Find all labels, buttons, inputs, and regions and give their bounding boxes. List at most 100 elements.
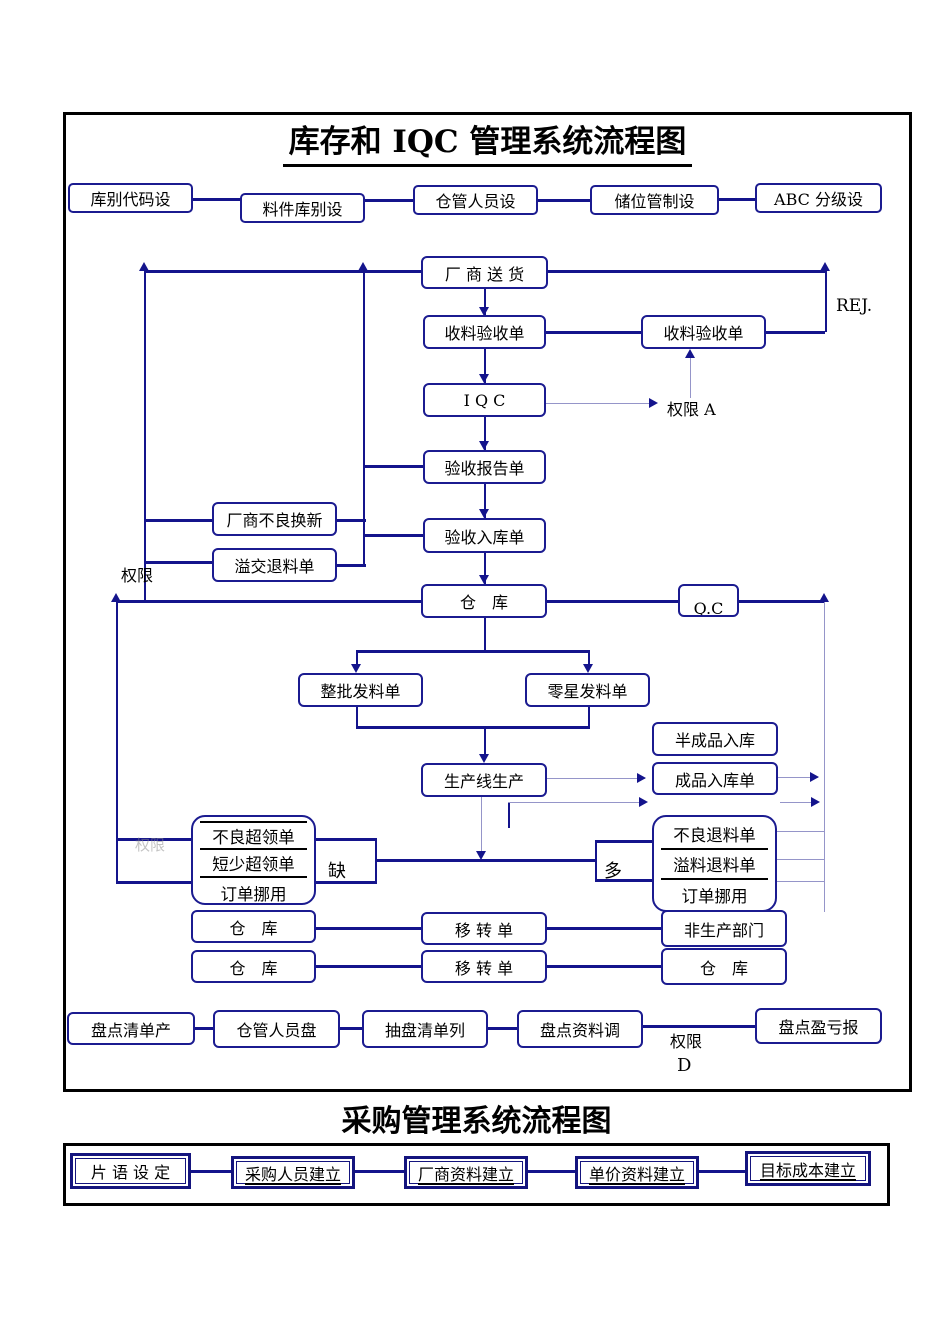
node-non-production-dept: 非生产部门 — [661, 910, 787, 947]
connector-line — [193, 198, 240, 201]
node-inspection-warehouse-in: 验收入库单 — [423, 518, 546, 553]
connector-line — [116, 838, 191, 841]
arrow-down-icon — [351, 664, 361, 673]
list-item: 不良超领单 — [200, 823, 307, 850]
arrow-right-icon — [639, 797, 648, 807]
connector-line — [145, 519, 212, 522]
arrow-down-icon — [583, 664, 593, 673]
return-note-line — [777, 831, 824, 832]
excess-label: 多 — [604, 861, 622, 882]
flow-line — [588, 651, 590, 666]
node-transfer-note-1: 移 转 单 — [421, 912, 547, 945]
list-item: 不良退料单 — [661, 819, 768, 850]
node-stocktake-list-gen: 盘点清单产 — [67, 1012, 195, 1045]
node-transfer-note-2: 移 转 单 — [421, 950, 547, 983]
node-warehouse-code-setup: 库别代码设 — [68, 183, 193, 213]
node-vendor-data-setup: 厂商资料建立 — [404, 1156, 528, 1189]
node-vendor-defect-replace: 厂商不良换新 — [212, 502, 337, 536]
perm-a-line — [546, 403, 651, 404]
node-finished-in-note: 成品入库单 — [652, 762, 778, 795]
connector-line — [528, 1170, 575, 1173]
arrow-right-icon — [811, 797, 820, 807]
connector-line — [316, 881, 377, 884]
list-item: 订单挪用 — [681, 887, 748, 906]
shortage-label: 缺 — [328, 861, 346, 882]
node-production-line: 生产线生产 — [421, 763, 547, 797]
arrow-down-icon — [479, 754, 489, 763]
flow-line — [375, 859, 597, 862]
node-vendor-delivery: 厂 商 送 货 — [421, 256, 548, 289]
flow-line — [116, 600, 421, 603]
node-material-warehouse-setup: 料件库别设 — [240, 193, 365, 223]
arrow-up-icon — [111, 593, 121, 602]
connector-line — [355, 1170, 404, 1173]
output-line — [508, 802, 640, 803]
connector-line — [145, 561, 212, 564]
node-sporadic-issue-note: 零星发料单 — [525, 673, 650, 707]
perm-a-label: 权限 A — [667, 400, 716, 419]
arrow-right-icon — [810, 772, 819, 782]
flow-line — [547, 600, 678, 603]
bracket-line — [595, 840, 597, 882]
purchase-chart-title-text: 采购管理系统流程图 — [335, 1096, 618, 1146]
node-staff-count: 仓管人员盘 — [213, 1010, 340, 1048]
node-phrase-setup: 片 语 设 定 — [70, 1153, 191, 1189]
flow-line — [484, 349, 486, 383]
connector-line — [337, 519, 366, 522]
node-inspection-report: 验收报告单 — [423, 450, 546, 484]
flow-line — [356, 726, 590, 729]
arrow-down-icon — [479, 575, 489, 584]
output-line — [778, 777, 818, 778]
connector-line — [316, 965, 421, 968]
arrow-up-icon — [358, 262, 368, 271]
node-buyer-setup: 采购人员建立 — [231, 1156, 355, 1189]
node-warehouse-b: 仓 库 — [191, 950, 316, 983]
node-iqc: I Q C — [423, 383, 546, 417]
flow-line — [484, 552, 486, 584]
connector-line — [643, 1025, 755, 1028]
list-item: 订单挪用 — [220, 884, 287, 904]
node-qc: Q.C — [678, 584, 739, 617]
flow-line — [588, 707, 590, 727]
arrow-up-icon — [819, 593, 829, 602]
flow-line — [484, 289, 486, 316]
node-spot-check-list: 抽盘清单列 — [362, 1010, 488, 1048]
node-target-cost-setup: 目标成本建立 — [745, 1151, 871, 1186]
perm-d-letter: D — [677, 1055, 692, 1076]
connector-line — [191, 1170, 233, 1173]
node-batch-issue-note: 整批发料单 — [298, 673, 423, 707]
node-price-data-setup: 单价资料建立 — [575, 1156, 699, 1189]
node-abc-class-setup: ABC 分级设 — [755, 183, 882, 213]
perm-faint-label: 权限 — [135, 836, 166, 854]
perm-d-label: 权限 — [670, 1032, 703, 1051]
connector-line — [337, 564, 366, 567]
connector-line — [488, 1027, 517, 1030]
connector-line — [116, 881, 191, 884]
flow-line — [739, 600, 825, 603]
connector-line — [595, 879, 652, 882]
arrow-down-icon — [479, 441, 489, 450]
connector-line — [363, 465, 423, 468]
node-warehouse-c: 仓 库 — [661, 948, 787, 985]
flow-line — [144, 270, 421, 273]
output-line — [547, 778, 645, 779]
node-warehouse-a: 仓 库 — [191, 910, 316, 943]
inventory-chart-title-text: 库存和 IQC 管理系统流程图 — [282, 116, 693, 167]
connector-line — [595, 840, 652, 843]
inventory-chart-title: 库存和 IQC 管理系统流程图 — [63, 116, 912, 167]
node-warehouse-staff-setup: 仓管人员设 — [413, 185, 538, 215]
node-receiving-note-2: 收料验收单 — [641, 315, 766, 349]
connector-line — [547, 965, 661, 968]
node-return-group: 不良退料单 溢料退料单 订单挪用 — [652, 815, 777, 912]
perm-a-up-line — [690, 352, 691, 398]
node-over-requisition-group: 不良超领单 短少超领单 订单挪用 — [191, 815, 316, 905]
return-line-far-left — [116, 601, 118, 882]
flow-line — [766, 331, 825, 334]
flow-line — [356, 651, 358, 666]
shortage-excess-drop-line — [481, 797, 482, 853]
node-warehouse-main: 仓 库 — [421, 584, 547, 618]
separator — [200, 821, 307, 823]
connector-line — [195, 1027, 213, 1030]
arrow-up-icon — [139, 262, 149, 271]
rej-label: REJ. — [836, 296, 873, 316]
